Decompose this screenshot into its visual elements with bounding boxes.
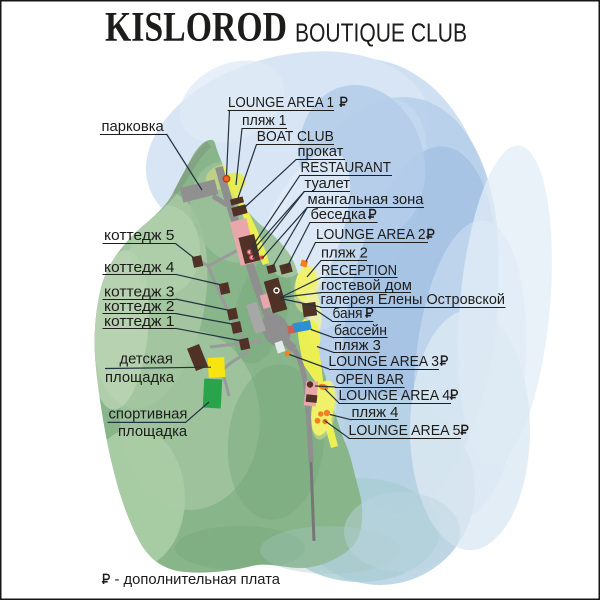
svg-text:коттедж 5: коттедж 5 [104, 228, 175, 244]
svg-text:коттедж 4: коттедж 4 [104, 260, 175, 276]
svg-text:LOUNGE AREA 4: LOUNGE AREA 4 [339, 388, 451, 404]
svg-text:беседка: беседка [311, 207, 367, 223]
svg-text:спортивная: спортивная [109, 407, 188, 423]
svg-text:пляж 3: пляж 3 [334, 338, 381, 354]
svg-text:пляж 2: пляж 2 [321, 246, 368, 262]
svg-text:площадка: площадка [118, 424, 188, 440]
svg-text:BOAT CLUB: BOAT CLUB [257, 129, 334, 145]
svg-text:LOUNGE AREA 2: LOUNGE AREA 2 [316, 227, 426, 243]
svg-text:гостевой дом: гостевой дом [321, 278, 412, 294]
svg-text:бассейн: бассейн [334, 323, 387, 339]
svg-text:LOUNGE AREA 1: LOUNGE AREA 1 [228, 95, 334, 111]
svg-text:пляж 1: пляж 1 [242, 113, 287, 129]
svg-text:BOUTIQUE CLUB: BOUTIQUE CLUB [295, 18, 467, 48]
svg-text:коттедж 2: коттедж 2 [104, 299, 175, 315]
svg-text:прокат: прокат [298, 144, 344, 160]
svg-text:туалет: туалет [305, 176, 351, 192]
svg-text:KISLOROD: KISLOROD [105, 5, 287, 51]
svg-text:баня: баня [333, 306, 363, 322]
svg-text:парковка: парковка [102, 119, 165, 135]
svg-text:LOUNGE AREA 5: LOUNGE AREA 5 [349, 423, 461, 439]
svg-text:мангальная зона: мангальная зона [308, 192, 425, 208]
svg-text:- дополнительная плата: - дополнительная плата [115, 571, 281, 588]
svg-text:коттедж 1: коттедж 1 [104, 314, 175, 330]
svg-text:детская: детская [120, 352, 173, 368]
svg-text:RECEPTION: RECEPTION [321, 263, 397, 279]
svg-text:OPEN BAR: OPEN BAR [336, 372, 405, 388]
svg-text:RESTAURANT: RESTAURANT [301, 160, 392, 176]
svg-text:галерея Елены Островской: галерея Елены Островской [321, 292, 506, 308]
svg-text:коттедж 3: коттедж 3 [104, 285, 175, 301]
svg-text:пляж 4: пляж 4 [352, 405, 399, 421]
svg-text:LOUNGE AREA 3: LOUNGE AREA 3 [329, 354, 440, 370]
svg-text:площадка: площадка [105, 370, 175, 386]
